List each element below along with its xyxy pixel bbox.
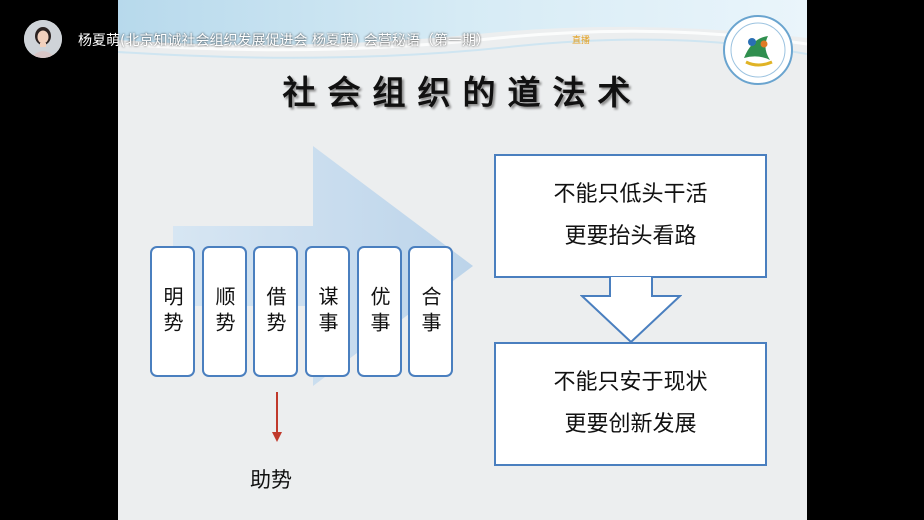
annotation-label: 助势 (250, 468, 292, 492)
live-badge[interactable]: 直播 (572, 36, 591, 46)
presenter-avatar[interactable] (24, 20, 62, 58)
term-box-shun-shi: 顺势 (202, 246, 247, 377)
flow-line: 更要创新发展 (564, 412, 697, 437)
term-label: 明势 (160, 285, 184, 338)
flow-line: 不能只低头干活 (553, 182, 708, 207)
video-header: 杨夏萌(北京知诚社会组织发展促进会 杨夏萌) 会营秘语（第一期） 直播 (0, 0, 924, 58)
flow-box-top: 不能只低头干活 更要抬头看路 (494, 154, 767, 278)
slide-title: 社会组织的道法术 (282, 73, 643, 112)
term-box-jie-shi: 借势 (253, 246, 298, 377)
term-label: 谋事 (315, 285, 339, 338)
flow-down-arrow-icon (580, 276, 682, 344)
header-wave-decoration (118, 0, 807, 59)
down-arrow-red-icon (272, 392, 282, 442)
video-title: 杨夏萌(北京知诚社会组织发展促进会 杨夏萌) 会营秘语（第一期） (78, 33, 490, 49)
logo-emblem-icon (723, 15, 793, 85)
presentation-slide: 社会组织的道法术 明势 顺势 借势 谋事 优事 合事 助势 不能只低头干活 更要… (118, 0, 807, 520)
term-box-ming-shi: 明势 (150, 246, 195, 377)
term-label: 借势 (263, 285, 287, 338)
term-box-mou-shi: 谋事 (305, 246, 350, 377)
flow-box-bottom: 不能只安于现状 更要创新发展 (494, 342, 767, 466)
term-label: 优事 (367, 285, 391, 338)
term-box-you-shi: 优事 (357, 246, 402, 377)
term-label: 合事 (418, 285, 442, 338)
flow-line: 不能只安于现状 (553, 370, 708, 395)
organization-logo (722, 14, 794, 86)
flow-line: 更要抬头看路 (564, 224, 697, 249)
presenter-avatar-icon (24, 20, 62, 58)
term-label: 顺势 (212, 285, 236, 338)
term-box-he-shi: 合事 (408, 246, 453, 377)
